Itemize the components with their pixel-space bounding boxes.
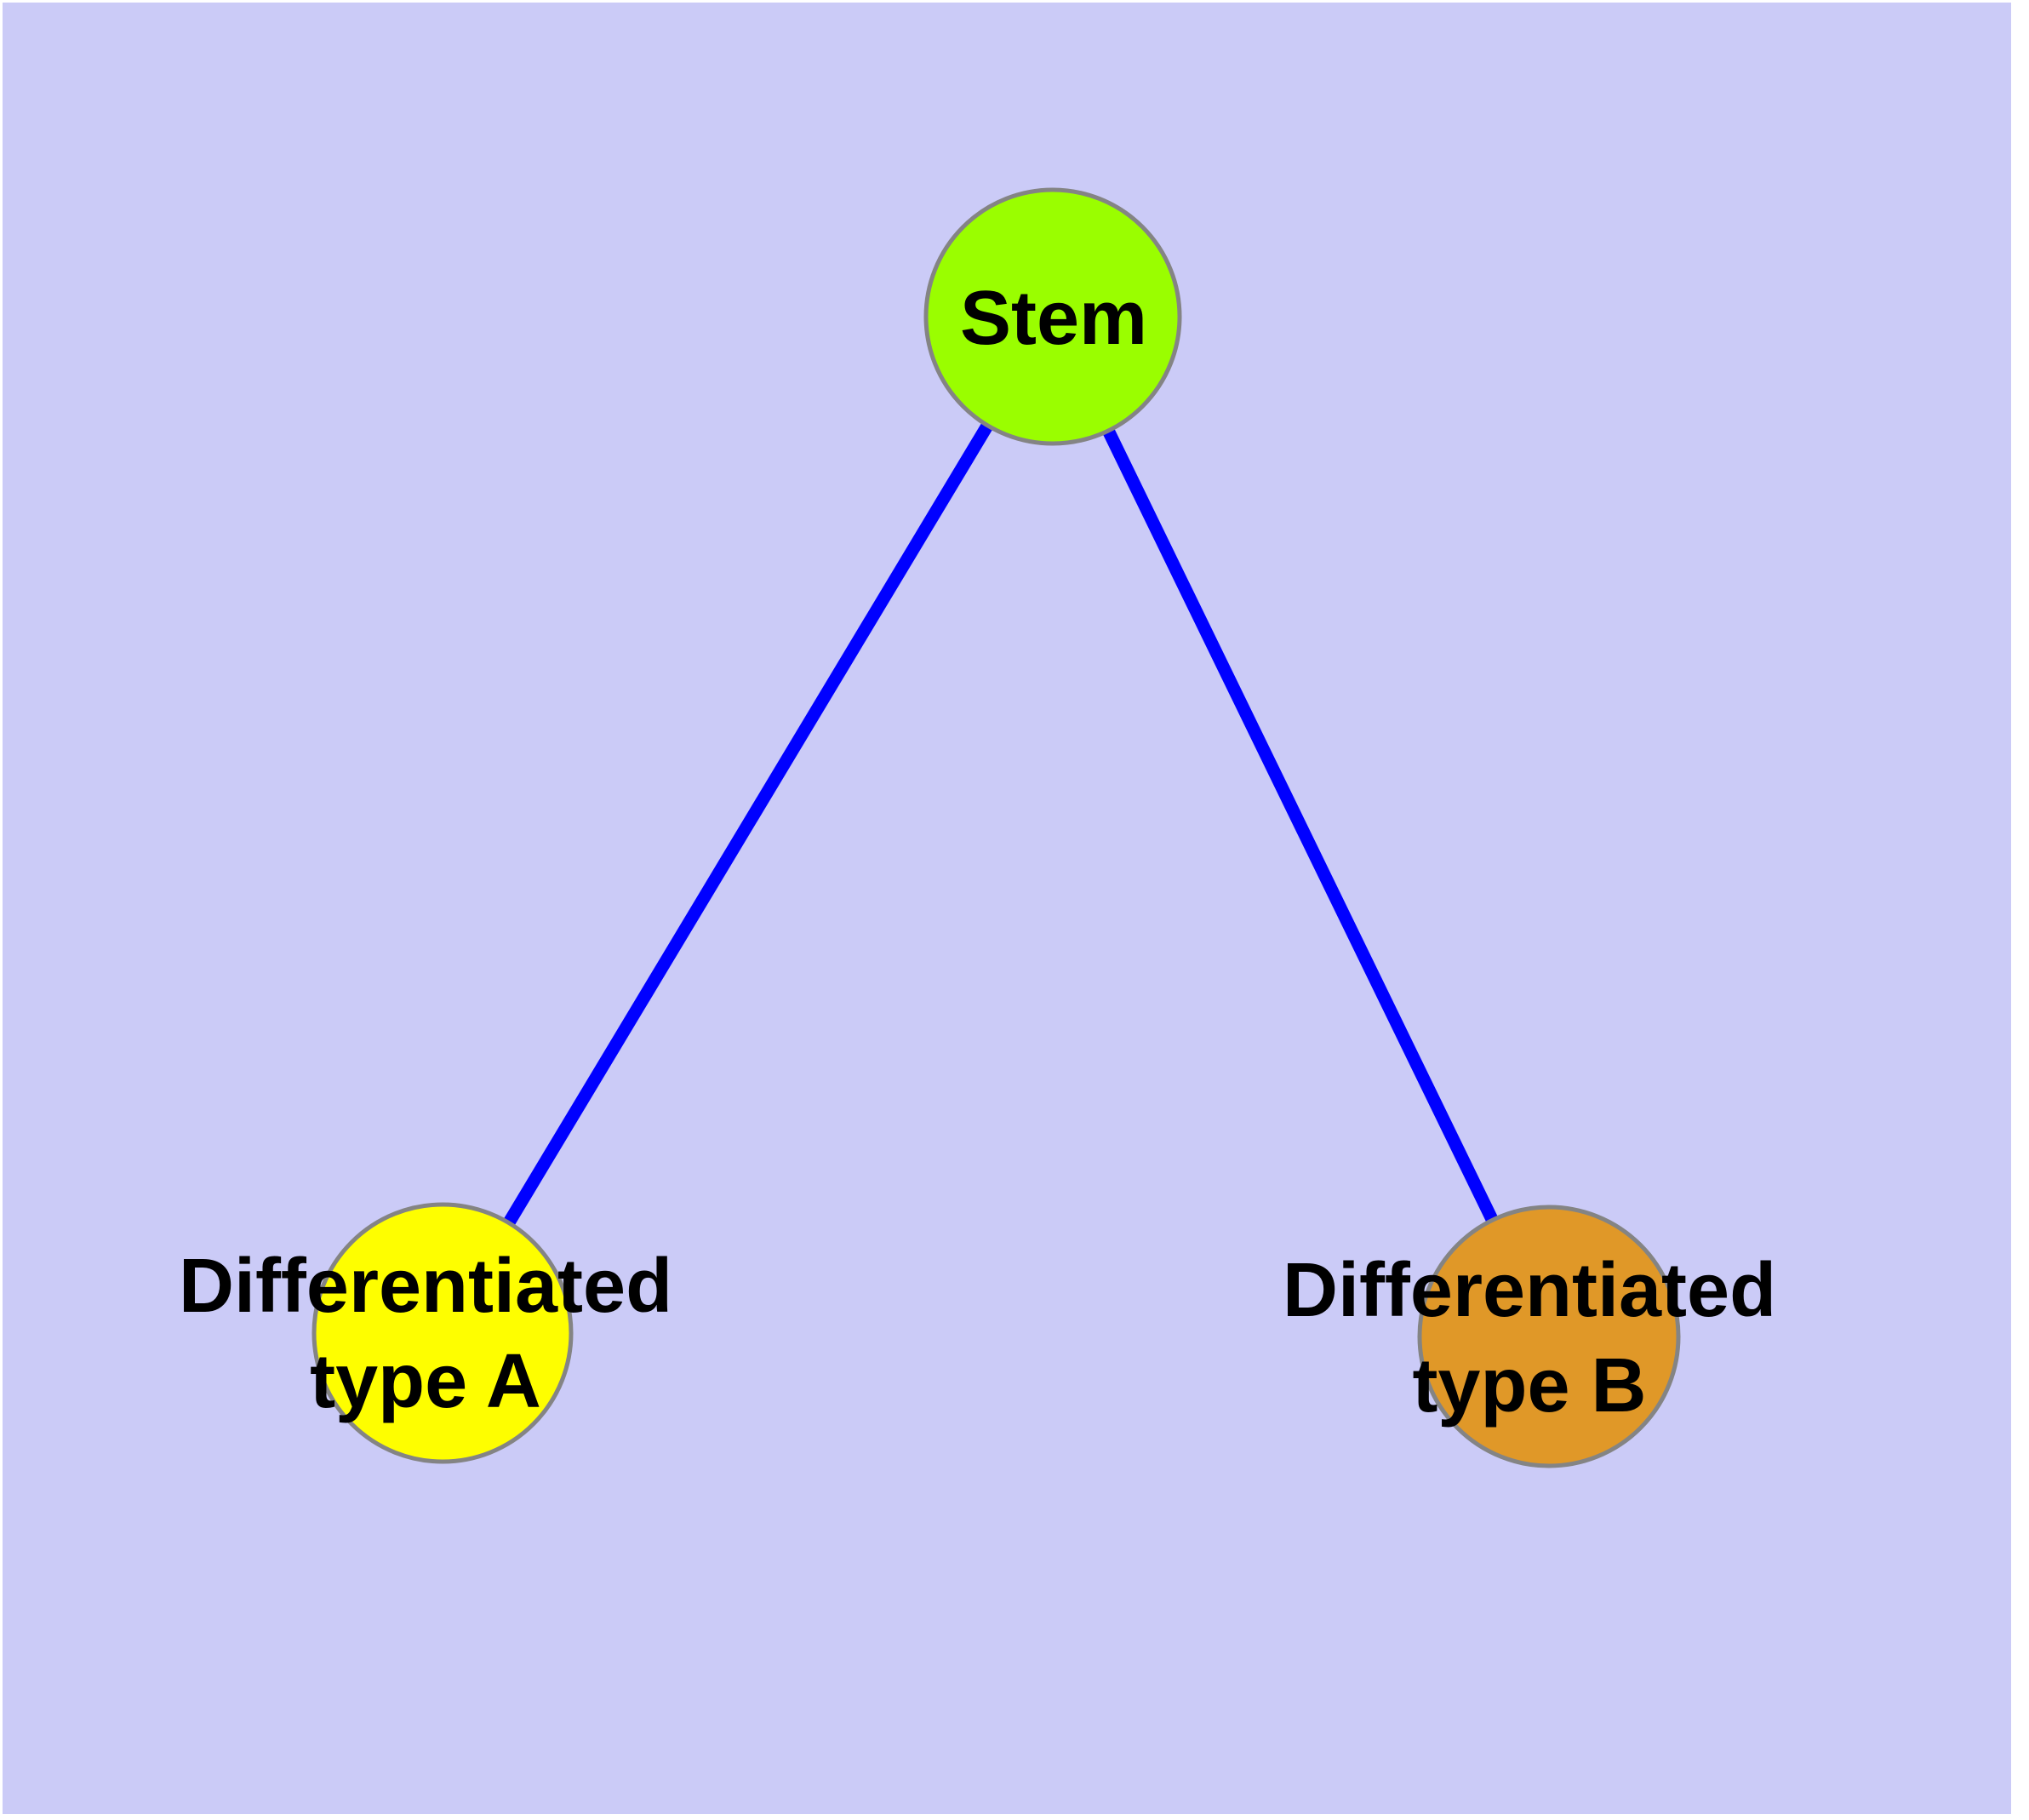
edge-stem-to-type-b [1047, 313, 1555, 1340]
edge-stem-to-type-a [437, 313, 1059, 1336]
node-differentiated-type-a[interactable] [311, 1202, 574, 1464]
node-stem[interactable] [923, 187, 1182, 446]
node-differentiated-type-b[interactable] [1417, 1205, 1681, 1468]
